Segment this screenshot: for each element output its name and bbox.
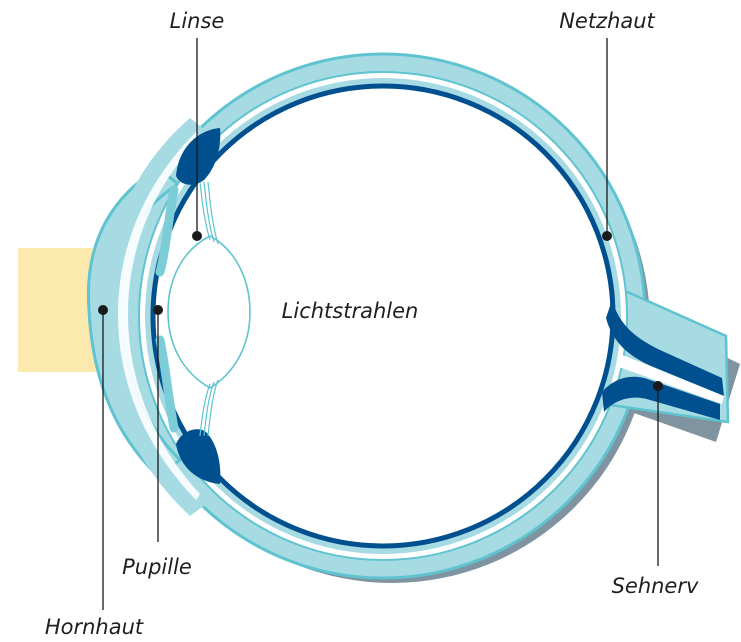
dot-retina [602, 231, 612, 241]
label-retina: Netzhaut [559, 9, 655, 33]
dot-optic-nerve [653, 381, 663, 391]
dot-lens [192, 231, 202, 241]
label-light-rays: Lichtstrahlen [282, 299, 419, 323]
label-lens: Linse [170, 9, 225, 33]
label-optic-nerve: Sehnerv [612, 574, 699, 598]
label-cornea: Hornhaut [45, 615, 144, 639]
dot-pupil [153, 305, 163, 315]
dot-cornea [98, 305, 108, 315]
label-pupil: Pupille [122, 555, 192, 579]
